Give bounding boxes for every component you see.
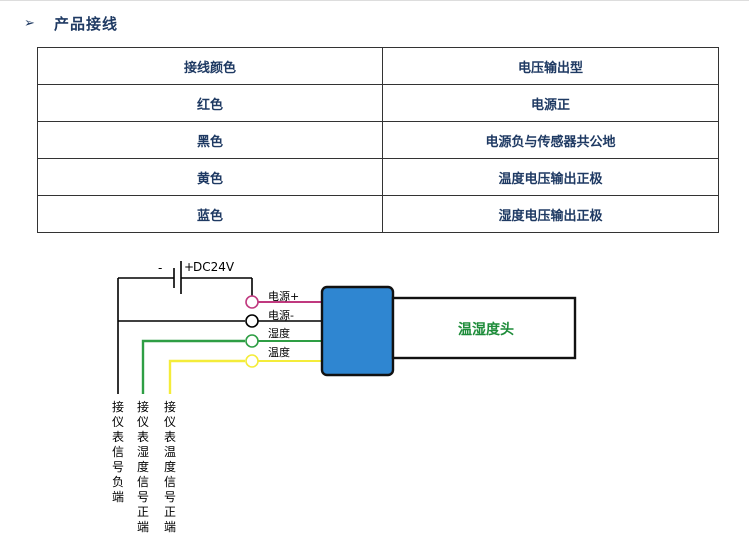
table-row: 黑色 电源负与传感器共公地	[37, 121, 719, 159]
table-cell-color: 红色	[37, 84, 383, 122]
table-cell-function: 电源负与传感器共公地	[382, 121, 719, 159]
section-heading: ➢ 产品接线	[24, 12, 118, 34]
power-minus-sign: -	[158, 261, 162, 275]
terminal-label: 温度	[268, 345, 290, 359]
terminal-label: 电源+	[268, 289, 299, 303]
terminal-power-plus: 电源+	[245, 289, 323, 309]
humidity-signal-wire	[141, 339, 245, 394]
arrow-bullet-icon: ➢	[24, 15, 35, 31]
table-row: 蓝色 湿度电压输出正极	[37, 195, 719, 233]
terminal-label: 湿度	[268, 326, 290, 340]
instrument-negative-label: 接仪表信号负端	[112, 399, 124, 504]
power-voltage-label: DC24V	[193, 260, 235, 274]
instrument-labels: 接仪表信号负端 接仪表湿度信号正端 接仪表温度信号正端	[112, 399, 176, 534]
wiring-table: 接线颜色 电压输出型 红色 电源正 黑色 电源负与传感器共公地 黄色 温度电压输…	[37, 47, 719, 233]
terminal-temperature: 温度	[245, 345, 323, 368]
instrument-temperature-label: 接仪表温度信号正端	[164, 399, 176, 534]
top-divider	[0, 0, 749, 1]
table-row: 黄色 温度电压输出正极	[37, 158, 719, 196]
probe-head-label: 温湿度头	[458, 321, 514, 338]
terminal-label: 电源-	[268, 308, 294, 322]
table-header-row: 接线颜色 电压输出型	[37, 47, 719, 85]
section-title: 产品接线	[54, 14, 119, 33]
probe-head	[391, 296, 577, 360]
power-plus-sign: +	[184, 260, 194, 274]
table-header-cell: 电压输出型	[382, 47, 719, 85]
table-cell-function: 温度电压输出正极	[382, 158, 719, 196]
transmitter-body	[320, 285, 395, 377]
terminal-humidity: 湿度	[245, 326, 323, 348]
table-row: 红色 电源正	[37, 84, 719, 122]
terminal-power-minus: 电源-	[245, 308, 323, 328]
table-cell-color: 黑色	[37, 121, 383, 159]
temperature-signal-wire	[168, 359, 245, 394]
table-header-cell: 接线颜色	[37, 47, 383, 85]
instrument-humidity-label: 接仪表湿度信号正端	[137, 399, 149, 534]
dc-power-supply: - + DC24V	[118, 260, 253, 296]
table-cell-function: 湿度电压输出正极	[382, 195, 719, 233]
table-cell-color: 蓝色	[37, 195, 383, 233]
